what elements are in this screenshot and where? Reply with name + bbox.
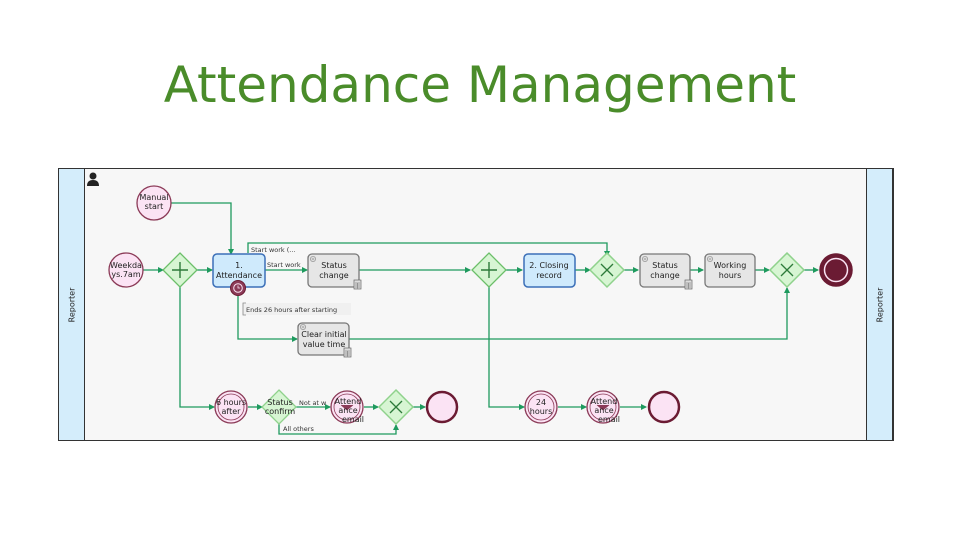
svg-text:24: 24	[536, 398, 546, 407]
calculator-icon	[353, 279, 362, 290]
sequence-flows	[143, 202, 819, 435]
flow-attendance-to-xor[interactable]	[247, 242, 610, 257]
clock-icon	[233, 283, 243, 293]
svg-text:confirm: confirm	[265, 407, 296, 416]
parallel-gateway-2[interactable]	[471, 252, 507, 288]
svg-text:1.: 1.	[235, 261, 243, 270]
svg-text:Clear initial: Clear initial	[301, 330, 346, 339]
x-icon	[389, 400, 403, 414]
six-hours-timer-event[interactable]: 6 hours after	[214, 390, 248, 424]
attendance-email-event-2[interactable]: Attend ance email	[586, 390, 620, 424]
svg-text:6 hours: 6 hours	[216, 398, 246, 407]
weekdays-timer-start-event[interactable]: Weekda ys.7am	[108, 252, 144, 288]
x-icon	[600, 263, 614, 277]
timer-boundary-event[interactable]	[230, 280, 246, 296]
exclusive-gateway-end[interactable]	[768, 251, 806, 289]
calculator-icon	[684, 279, 693, 290]
svg-text:Weekda: Weekda	[110, 261, 142, 270]
x-icon	[780, 263, 794, 277]
flow-label-ends-26: Ends 26 hours after starting	[242, 302, 351, 316]
flow-confirm-to-xor-lower[interactable]	[278, 424, 399, 435]
attendance-email-event-1[interactable]: Attend ance email	[330, 390, 364, 424]
flow-label-start-work-top: Start work (...	[251, 246, 295, 254]
slide-title: Attendance Management	[163, 56, 797, 114]
svg-text:after: after	[222, 407, 242, 416]
svg-text:Attendance: Attendance	[216, 271, 262, 280]
svg-text:hours: hours	[530, 407, 553, 416]
svg-text:Ends 26 hours after starting: Ends 26 hours after starting	[246, 306, 337, 314]
lane-label-right: Reporter	[866, 168, 893, 441]
terminate-end-event[interactable]	[819, 253, 853, 287]
svg-text:2. Closing: 2. Closing	[529, 261, 568, 270]
svg-text:Attend: Attend	[335, 397, 362, 406]
flow-label-not-at-work: Not at w	[299, 399, 327, 407]
status-change-task-1[interactable]: Status change	[307, 253, 362, 290]
twentyfour-hours-timer-event[interactable]: 24 hours	[524, 390, 558, 424]
envelope-icon	[596, 404, 610, 411]
end-event-lower-1[interactable]	[425, 390, 459, 424]
plus-icon	[172, 262, 188, 278]
plus-icon	[481, 262, 497, 278]
flow-label-start-work: Start work	[267, 261, 301, 269]
exclusive-gateway-lower[interactable]	[377, 388, 415, 426]
svg-text:Attend: Attend	[591, 397, 618, 406]
working-hours-task[interactable]: Working hours	[704, 253, 756, 288]
end-event-lower-2[interactable]	[647, 390, 681, 424]
svg-text:ys.7am: ys.7am	[111, 270, 140, 279]
flow-timer-to-clear[interactable]	[237, 296, 298, 342]
envelope-icon	[340, 404, 354, 411]
svg-text:record: record	[536, 271, 562, 280]
svg-text:email: email	[342, 415, 364, 424]
flow-gateway-to-6hours[interactable]	[179, 287, 215, 410]
svg-text:change: change	[650, 271, 680, 280]
flow-clear-to-xor-end[interactable]	[349, 287, 790, 340]
status-change-task-2[interactable]: Status change	[639, 253, 693, 290]
status-confirm-gateway[interactable]: Status confirm	[261, 389, 297, 425]
svg-text:Status: Status	[321, 261, 347, 270]
flow-manual-to-attendance[interactable]	[171, 202, 234, 255]
svg-text:Working: Working	[714, 261, 747, 270]
calculator-icon	[343, 347, 352, 358]
flow-gateway2-to-24hours[interactable]	[488, 287, 525, 410]
person-icon	[87, 172, 99, 186]
svg-text:Status: Status	[652, 261, 678, 270]
svg-text:Status: Status	[267, 398, 293, 407]
svg-text:ance: ance	[594, 406, 613, 415]
svg-text:change: change	[319, 271, 349, 280]
bpmn-pool	[58, 168, 894, 441]
clear-initial-value-time-task[interactable]: Clear initial value time	[297, 322, 352, 358]
closing-record-call-activity[interactable]: 2. Closing record	[523, 253, 576, 288]
svg-text:ance: ance	[338, 406, 357, 415]
svg-text:hours: hours	[719, 271, 742, 280]
lane-label-left: Reporter	[58, 168, 85, 441]
svg-text:email: email	[598, 415, 620, 424]
flow-label-all-others: All others	[283, 425, 314, 433]
parallel-gateway-1[interactable]	[162, 252, 198, 288]
exclusive-gateway-merge[interactable]	[588, 251, 626, 289]
svg-text:value time: value time	[303, 340, 346, 349]
